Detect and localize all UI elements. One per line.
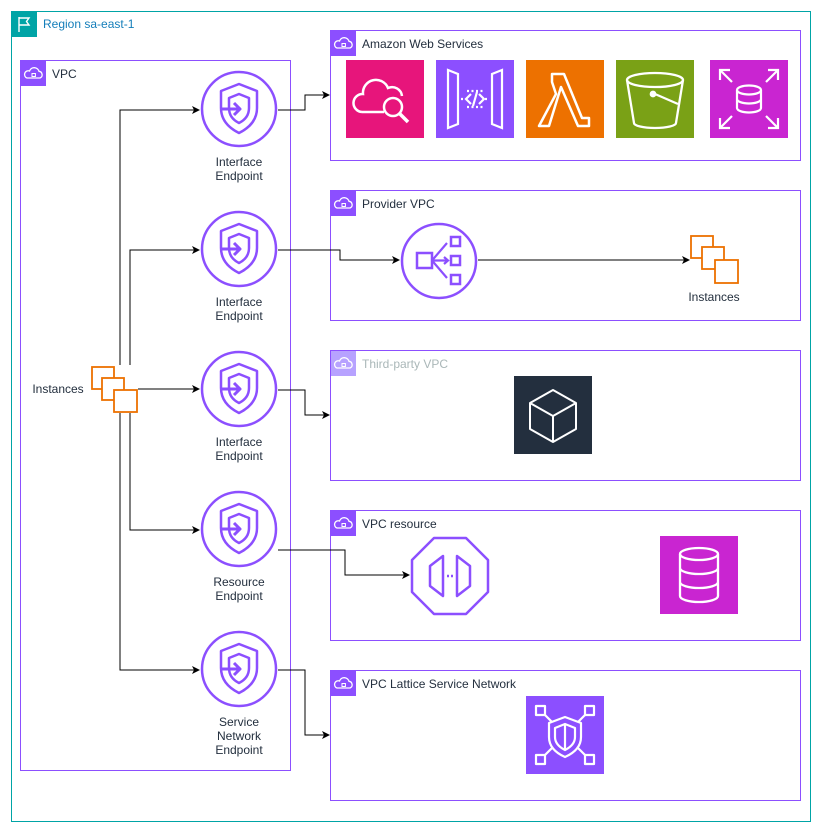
provider-instances-label: Instances (688, 290, 740, 304)
region-flag-icon (12, 12, 37, 37)
rds-database-icon[interactable] (710, 60, 788, 138)
aws-cloud-icon (331, 31, 356, 56)
edge-endpoint5-lattice (278, 669, 330, 739)
vpc-container: VPC (20, 60, 291, 771)
vpc-endpoint-icon[interactable] (200, 490, 278, 568)
vpc-endpoint-icon[interactable] (200, 70, 278, 148)
vpc-resource-group: VPC resource (330, 510, 801, 641)
endpoint-label: Service Network Endpoint (215, 715, 263, 757)
third-party-cloud-icon (331, 351, 356, 376)
vpc-cloud-icon (21, 61, 46, 86)
vpc-endpoint-icon[interactable] (200, 350, 278, 428)
provider-group-label: Provider VPC (362, 197, 435, 211)
api-gateway-icon[interactable] (436, 60, 514, 138)
s3-bucket-icon[interactable] (616, 60, 694, 138)
vpc-label: VPC (52, 67, 77, 81)
ec2-instances-icon[interactable] (90, 365, 140, 415)
edge-instances-endpoint1 (119, 106, 200, 365)
cloudsearch-icon[interactable] (346, 60, 424, 138)
resource-cloud-icon (331, 511, 356, 536)
resource-group-label: VPC resource (362, 517, 437, 531)
endpoint-label: Interface Endpoint (215, 295, 263, 323)
aws-group-label: Amazon Web Services (362, 37, 484, 51)
vpc-lattice-group: VPC Lattice Service Network (330, 670, 801, 801)
edge-endpoint3-thirdparty (278, 389, 330, 419)
vpc-endpoint-icon[interactable] (200, 630, 278, 708)
lambda-icon[interactable] (526, 60, 604, 138)
provider-cloud-icon (331, 191, 356, 216)
lattice-group-label: VPC Lattice Service Network (362, 677, 517, 691)
network-load-balancer-icon[interactable] (400, 222, 478, 300)
endpoint-label: Resource Endpoint (213, 575, 265, 603)
edge-instances-endpoint4 (129, 413, 200, 534)
edge-instances-endpoint5 (119, 413, 200, 674)
database-icon[interactable] (660, 536, 738, 614)
cube-icon[interactable] (514, 376, 592, 454)
vpc-lattice-icon[interactable] (526, 696, 604, 774)
region-container: Region sa-east-1 (11, 11, 811, 822)
provider-instances-icon[interactable] (690, 235, 740, 285)
endpoint-label: Interface Endpoint (215, 155, 263, 183)
edge-endpoint1-aws (278, 91, 330, 111)
vpc-endpoint-icon[interactable] (200, 210, 278, 288)
third-party-vpc-group: Third-party VPC (330, 350, 801, 481)
region-label: Region sa-east-1 (43, 17, 135, 31)
third-party-group-label: Third-party VPC (362, 357, 449, 371)
instances-left-label: Instances (32, 382, 84, 396)
endpoint-label: Interface Endpoint (215, 435, 263, 463)
edge-instances-endpoint2 (129, 246, 200, 365)
edge-endpoint2-nlb (278, 249, 400, 264)
lattice-cloud-icon (331, 671, 356, 696)
resource-gateway-icon[interactable] (410, 536, 490, 616)
provider-vpc-group: Provider VPC (330, 190, 801, 321)
aws-services-group: Amazon Web Services (330, 30, 801, 161)
edge-endpoint4-gateway (278, 549, 410, 579)
